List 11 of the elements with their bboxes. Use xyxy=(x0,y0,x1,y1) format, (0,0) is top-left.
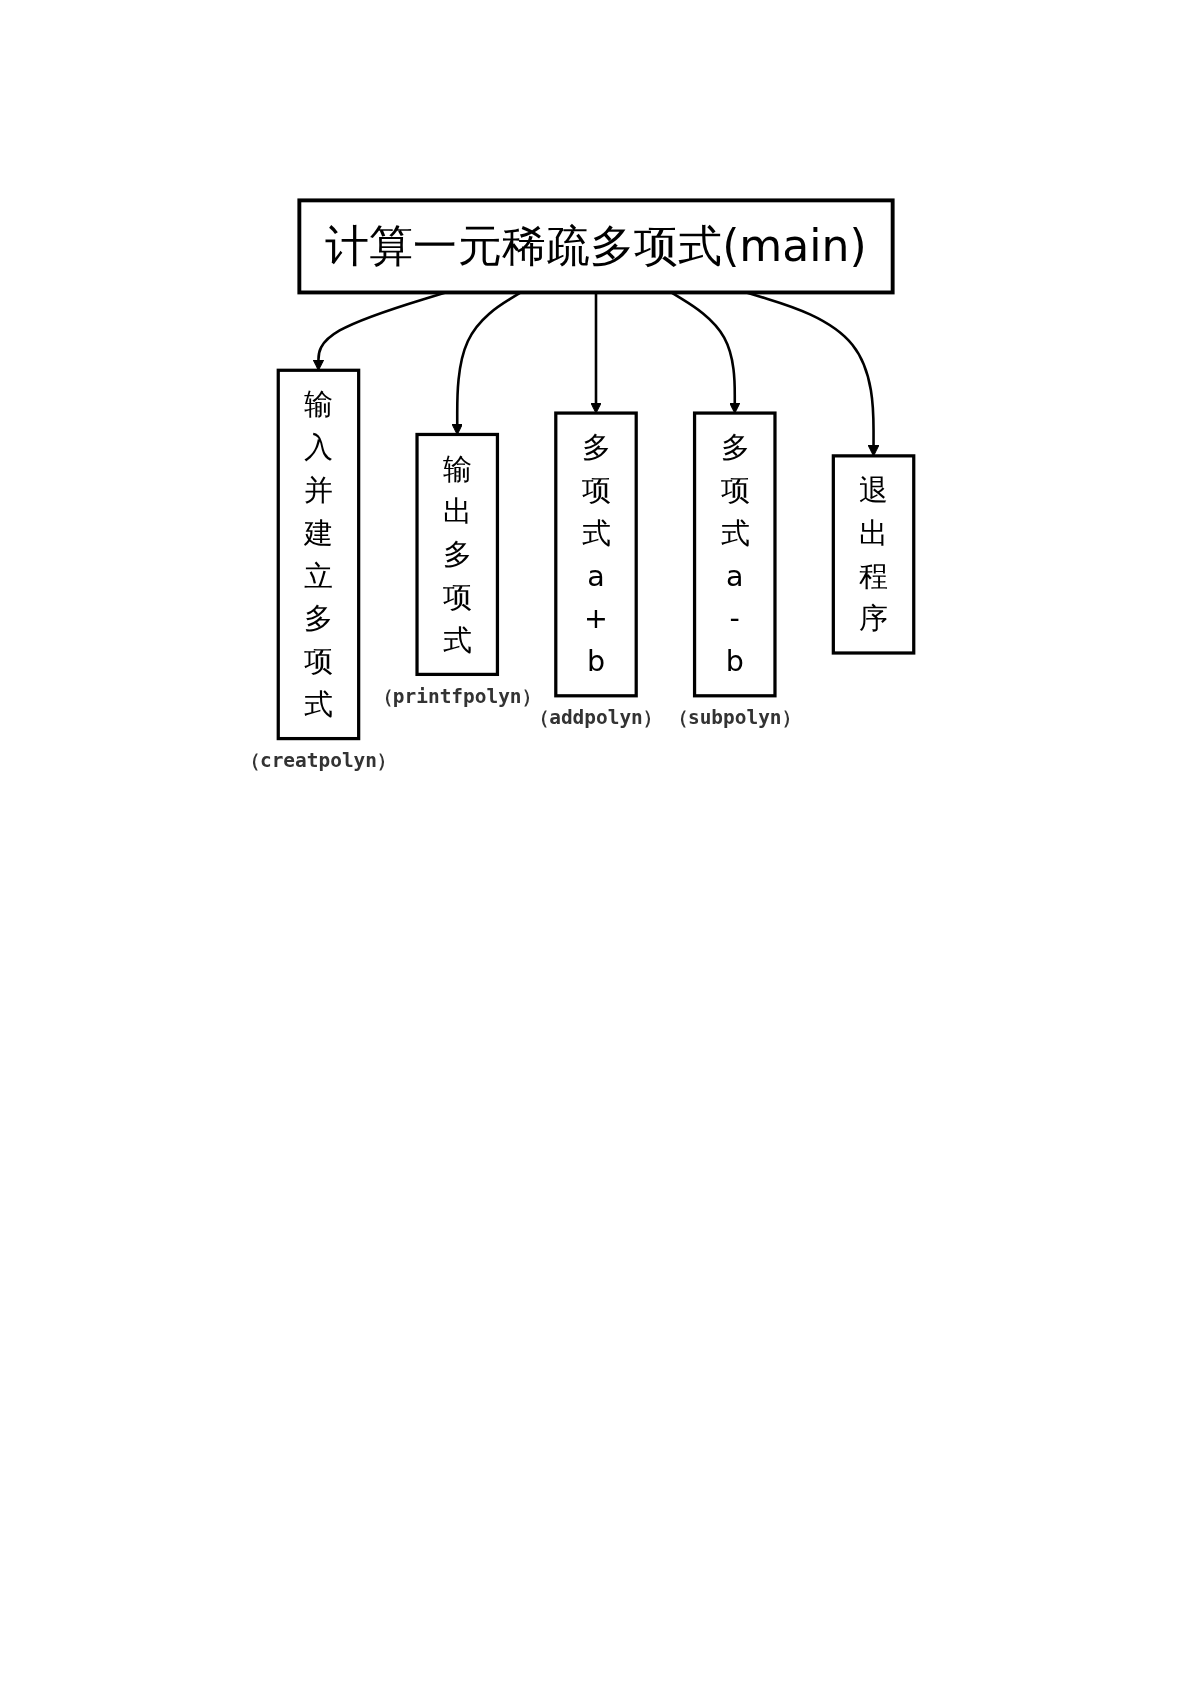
node-box: 输出多项式 xyxy=(415,432,500,676)
function-name-caption: （subpolyn） xyxy=(668,706,801,730)
function-name-caption: （printfpolyn） xyxy=(373,684,541,708)
node-box: 多项式a-b xyxy=(692,411,777,698)
node-box: 计算一元稀疏多项式(main) xyxy=(297,198,895,295)
function-name-caption: （addpolyn） xyxy=(530,706,662,730)
node-box: 多项式a+b xyxy=(554,411,638,698)
arrow xyxy=(590,292,602,414)
function-name-caption: （creatpolyn） xyxy=(240,749,396,773)
node-box: 输入并建立多项式 xyxy=(276,368,361,741)
node-box: 退出程序 xyxy=(831,454,916,655)
